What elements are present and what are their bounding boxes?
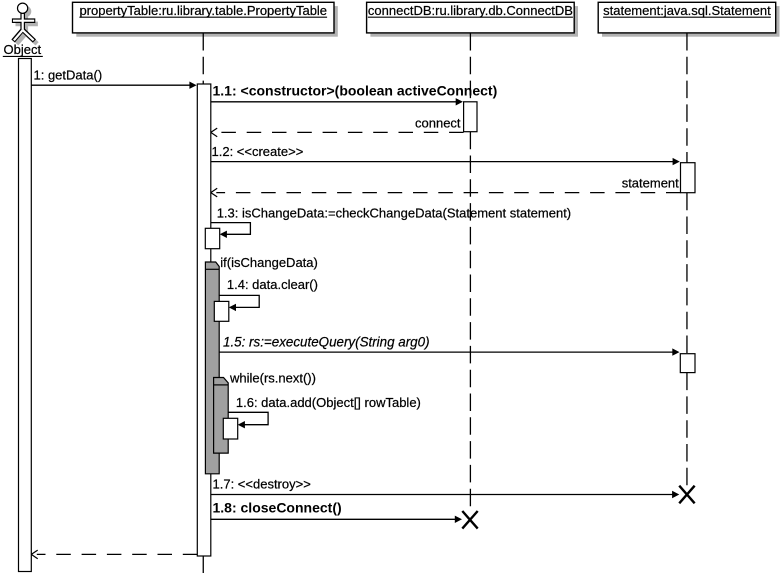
svg-text:1.5: rs:=executeQuery(String a: 1.5: rs:=executeQuery(String arg0) [223,335,430,350]
svg-text:Object: Object [4,42,42,57]
svg-text:1.6: data.add(Object[] rowTabl: 1.6: data.add(Object[] rowTable) [236,395,421,410]
svg-text:1.7: <<destroy>>: 1.7: <<destroy>> [213,477,311,492]
svg-text:while(rs.next()): while(rs.next()) [229,371,316,386]
svg-text:statement: statement [622,176,679,191]
svg-text:1.3: isChangeData:=checkChange: 1.3: isChangeData:=checkChangeData(State… [217,206,571,221]
svg-text:statement:java.sql.Statement: statement:java.sql.Statement [603,3,771,18]
svg-text:propertyTable:ru.library.table: propertyTable:ru.library.table.PropertyT… [79,3,327,18]
svg-text:1.2: <<create>>: 1.2: <<create>> [212,144,304,159]
svg-text:connect: connect [415,115,461,130]
svg-text:1: getData(): 1: getData() [34,68,103,83]
svg-text:1.1: <constructor>(boolean act: 1.1: <constructor>(boolean activeConnect… [213,83,498,99]
svg-text:1.8: closeConnect(): 1.8: closeConnect() [213,500,342,516]
svg-text:1.4: data.clear(): 1.4: data.clear() [227,277,318,292]
svg-text:connectDB:ru.library.db.Connec: connectDB:ru.library.db.ConnectDB [368,3,573,18]
svg-text:if(isChangeData): if(isChangeData) [220,255,318,270]
